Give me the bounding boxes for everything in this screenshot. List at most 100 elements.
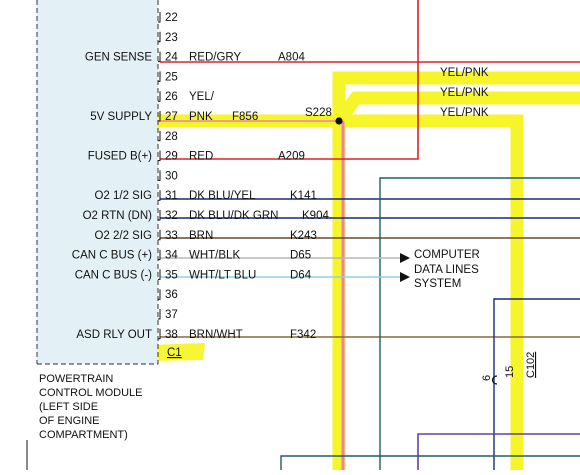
caption-line-2: CONTROL MODULE [39,387,143,399]
pin-row: 37 [158,309,178,321]
pin-function-label: O2 2/2 SIG [94,230,152,242]
highlight-route-main [160,114,346,470]
pin-row: 38 ASD RLY OUT BRN/WHT F342 [76,329,316,341]
pin-row: 27 5V SUPPLY PNK F856 [90,111,258,123]
pin-row: 34 CAN C BUS (+) WHT/BLK D65 [72,249,311,262]
circuit-id-label: A804 [278,52,305,64]
pin-terminal [158,249,161,261]
branch-label-1: YEL/PNK [440,67,489,79]
splice-label: S228 [305,107,332,119]
pin-function-label: 5V SUPPLY [90,111,152,123]
pin-number: 34 [165,250,178,262]
pin-terminal [158,190,161,201]
caption-line-4: OF ENGINE [39,415,100,427]
module-caption: POWERTRAIN CONTROL MODULE (LEFT SIDE OF … [39,373,143,441]
pin-function-label: ASD RLY OUT [76,329,152,341]
wire-color-label: RED [189,151,213,163]
computer-data-lines-note: COMPUTER DATA LINES SYSTEM [414,249,480,290]
pin-number: 38 [165,329,178,341]
pin-terminal [158,328,161,340]
wire-layer [26,0,580,470]
connector-c102-pin-b: 15 [504,366,516,378]
pin-row: 36 [158,289,178,301]
pin-number: 27 [165,111,178,123]
pin-number: 23 [165,32,178,44]
pin-list: 22 23 24 GEN SENSE RED/GRY A804 25 26 YEL/27 5V S… [72,12,329,341]
highlight-route-branch-1 [332,71,580,121]
pin-number: 36 [165,289,178,301]
pin-terminal [158,170,161,181]
pin-number: 26 [165,91,178,103]
pin-function-label: O2 RTN (DN) [83,210,153,222]
circuit-id-label: D64 [290,269,312,281]
pin-function-label: O2 1/2 SIG [94,190,152,202]
pin-number: 25 [165,71,178,83]
highlight-route-branch-3 [339,114,524,470]
wire-color-label: WHT/BLK [189,250,240,262]
wire-purple [417,433,580,470]
pin-number: 24 [165,52,178,64]
connector-c102-bracket [491,375,498,385]
note-line-3: SYSTEM [414,278,461,290]
pin-terminal [158,12,161,23]
pin-number: 35 [165,269,178,281]
pin-row: 30 [158,170,178,182]
pin-terminal [158,31,161,43]
pin-row: 32 O2 RTN (DN) DK BLU/DK GRN K904 [83,210,329,222]
caption-line-1: POWERTRAIN [39,373,113,385]
circuit-id-label: A209 [278,151,305,163]
splice-dot [335,117,343,125]
pin-number: 31 [165,190,178,202]
connector-c102: 6 15 C102 [481,352,537,385]
pin-row: 25 [158,71,178,83]
wire-color-label: DK BLU/YEL [189,190,256,202]
wire-color-label: BRN/WHT [189,329,243,341]
branch-label-3: YEL/PNK [440,107,489,119]
pin-row: 29 FUSED B(+) RED A209 [88,150,305,163]
caption-line-5: COMPARTMENT) [39,429,128,441]
pin-terminal [158,111,161,122]
pin-number: 30 [165,170,178,182]
wire-color-label: DK BLU/DK GRN [189,210,278,222]
pin-row: 24 GEN SENSE RED/GRY A804 [85,52,306,64]
wire-blue-drop [493,298,580,470]
pin-function-label: CAN C BUS (+) [72,250,152,262]
wire-dark-bottom [280,455,580,470]
pin-number: 22 [165,12,178,24]
pin-terminal [158,91,161,102]
pin-number: 28 [165,131,178,143]
pin-terminal [158,51,161,63]
pin-number: 29 [165,151,178,163]
pin-row: 28 [158,130,178,143]
circuit-id-label: K904 [302,210,329,222]
wire-color-label: PNK [189,111,213,123]
pin-terminal [158,309,161,320]
pin-number: 37 [165,309,178,321]
highlight-c1-label [150,343,205,361]
pin-number: 32 [165,210,178,222]
pin-number: 33 [165,230,178,242]
connector-c102-pin-a: 6 [481,375,493,381]
wire-color-label: BRN [189,230,213,242]
circuit-id-label: K243 [290,230,317,242]
wire-color-label: RED/GRY [189,52,242,64]
pin-function-label: FUSED B(+) [88,151,152,163]
pcm-module [36,0,159,365]
note-line-1: COMPUTER [414,249,480,261]
pin-terminal [158,229,161,241]
wire-color-label: YEL/ [189,91,215,103]
circuit-id-label: D65 [290,250,311,262]
note-line-2: DATA LINES [414,264,479,276]
caption-line-3: (LEFT SIDE [39,401,98,413]
pin-row: 26 YEL/ [158,91,215,103]
highlight-route-branch-2 [333,91,580,125]
pin-function-label: GEN SENSE [85,52,152,64]
pin-terminal [158,150,161,162]
connector-c102-name: C102 [525,352,537,378]
circuit-id-label: F856 [232,111,258,123]
circuit-id-label: F342 [290,329,316,341]
